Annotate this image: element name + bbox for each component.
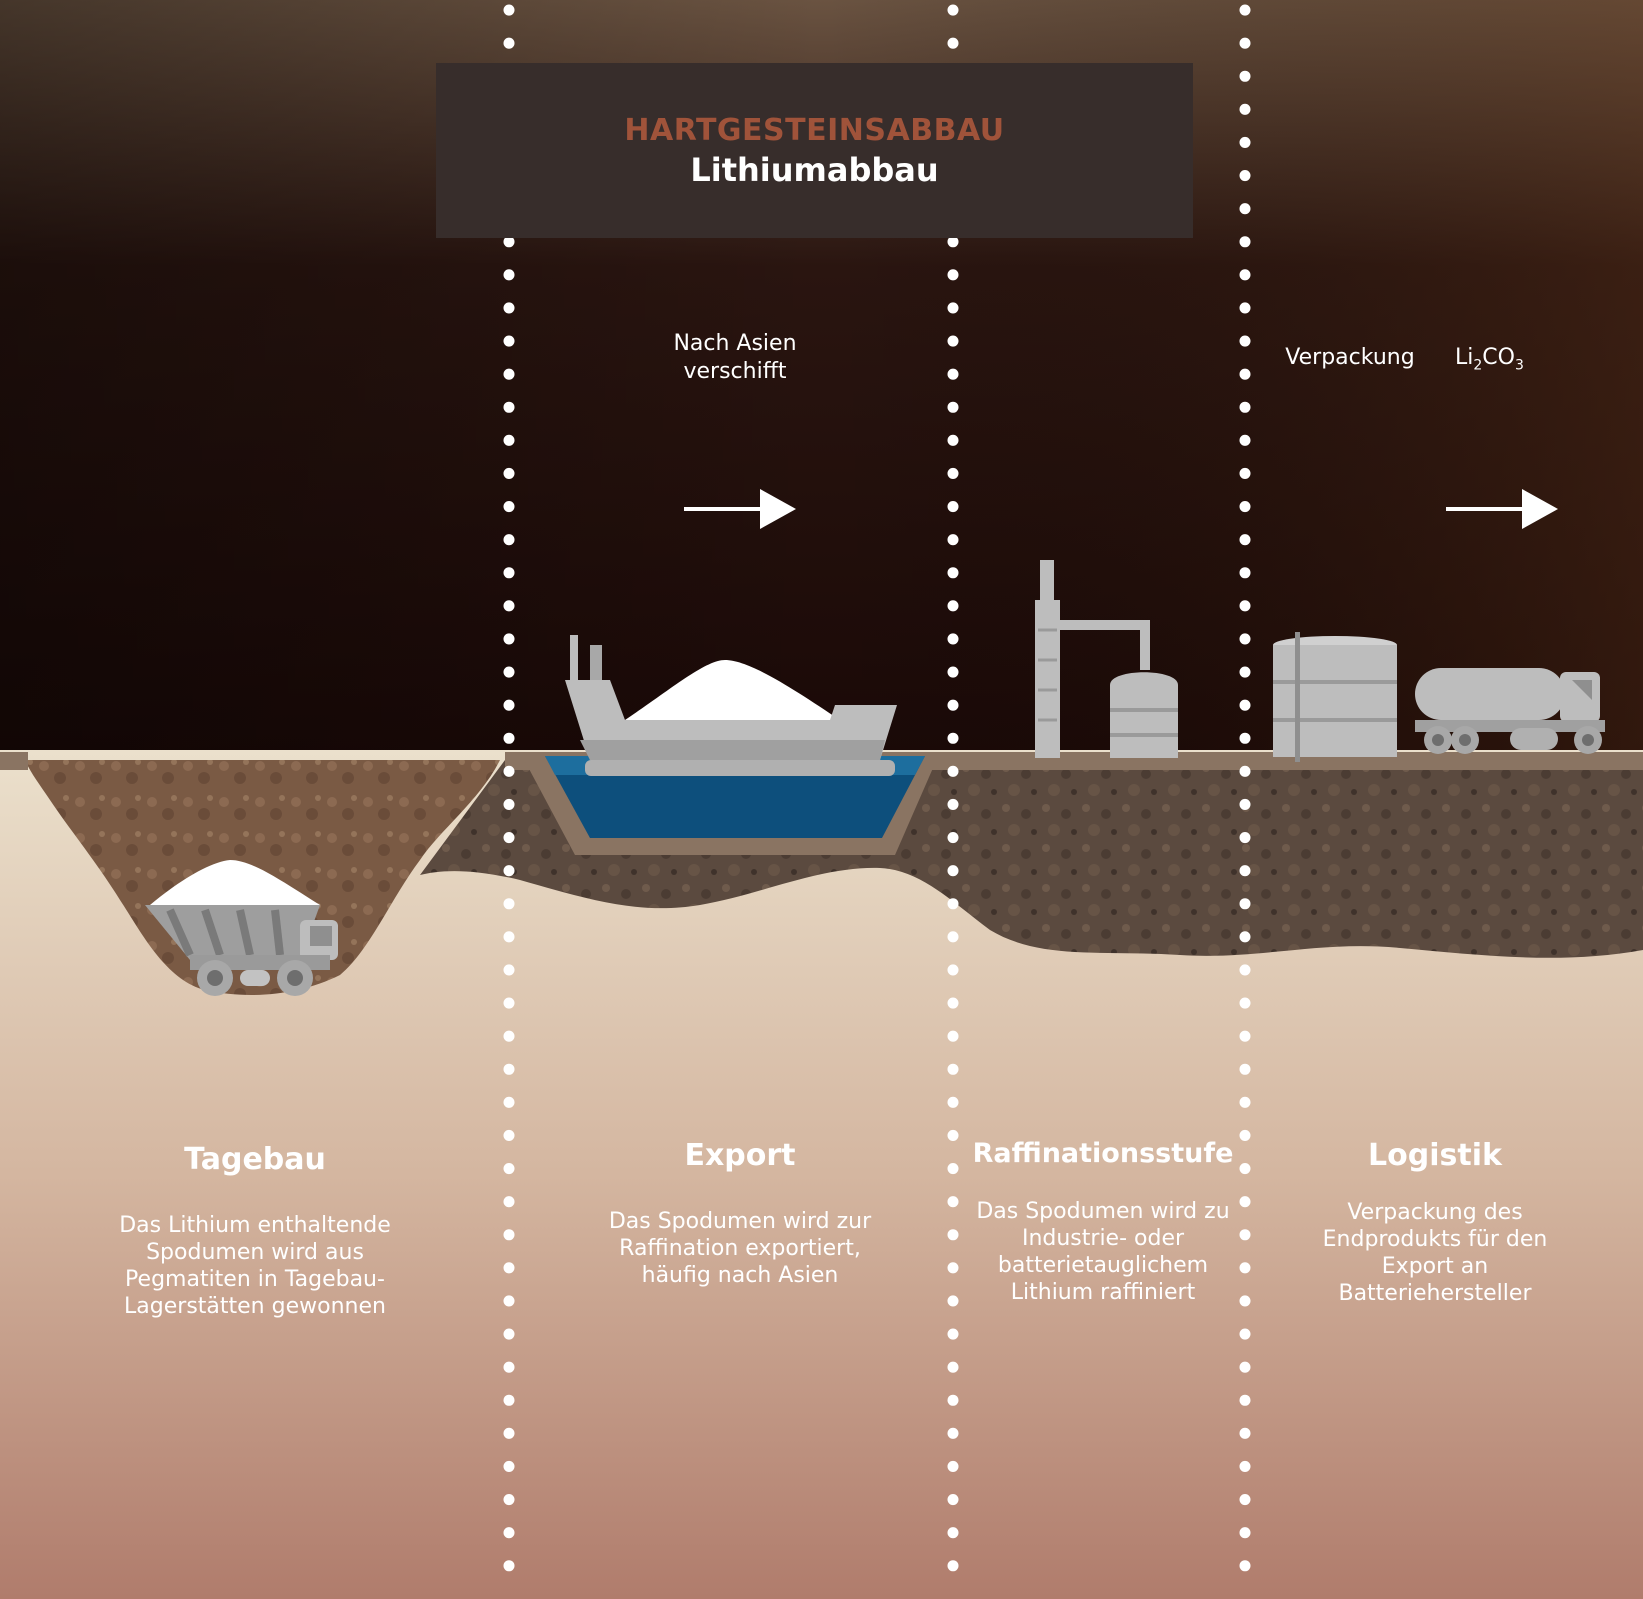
dump-truck-icon <box>145 860 338 996</box>
stage-title-logistik: Logistik <box>1368 1138 1502 1173</box>
arrow-right-icon <box>1446 489 1558 529</box>
stage-title-raffination: Raffinationsstufe <box>972 1138 1234 1169</box>
formula-label: Li2CO3 <box>1455 345 1524 374</box>
storage-tank-icon <box>1273 632 1397 762</box>
page-title: Lithiumabbau <box>690 151 939 189</box>
cargo-ship-icon <box>565 635 897 776</box>
tanker-truck-icon <box>1415 668 1605 754</box>
water-basin <box>545 756 925 838</box>
stage-title-tagebau: Tagebau <box>184 1142 326 1177</box>
stage-title-export: Export <box>684 1138 796 1173</box>
arrow-right-icon <box>684 489 796 529</box>
refinery-icon <box>1035 560 1178 758</box>
packaging-label: Verpackung <box>1285 345 1415 370</box>
stage-desc-export: Das Spodumen wird zur Raffination export… <box>608 1209 872 1288</box>
title-category: HARTGESTEINSABBAU <box>624 113 1005 148</box>
stage-desc-raffination: Das Spodumen wird zu Industrie- oder bat… <box>976 1199 1230 1305</box>
shipping-label: Nach Asien verschifft <box>673 331 797 384</box>
title-box: HARTGESTEINSABBAU Lithiumabbau <box>436 63 1193 238</box>
stage-desc-tagebau: Das Lithium enthaltende Spodumen wird au… <box>119 1213 391 1319</box>
stage-desc-logistik: Verpackung des Endprodukts für den Expor… <box>1322 1200 1548 1306</box>
